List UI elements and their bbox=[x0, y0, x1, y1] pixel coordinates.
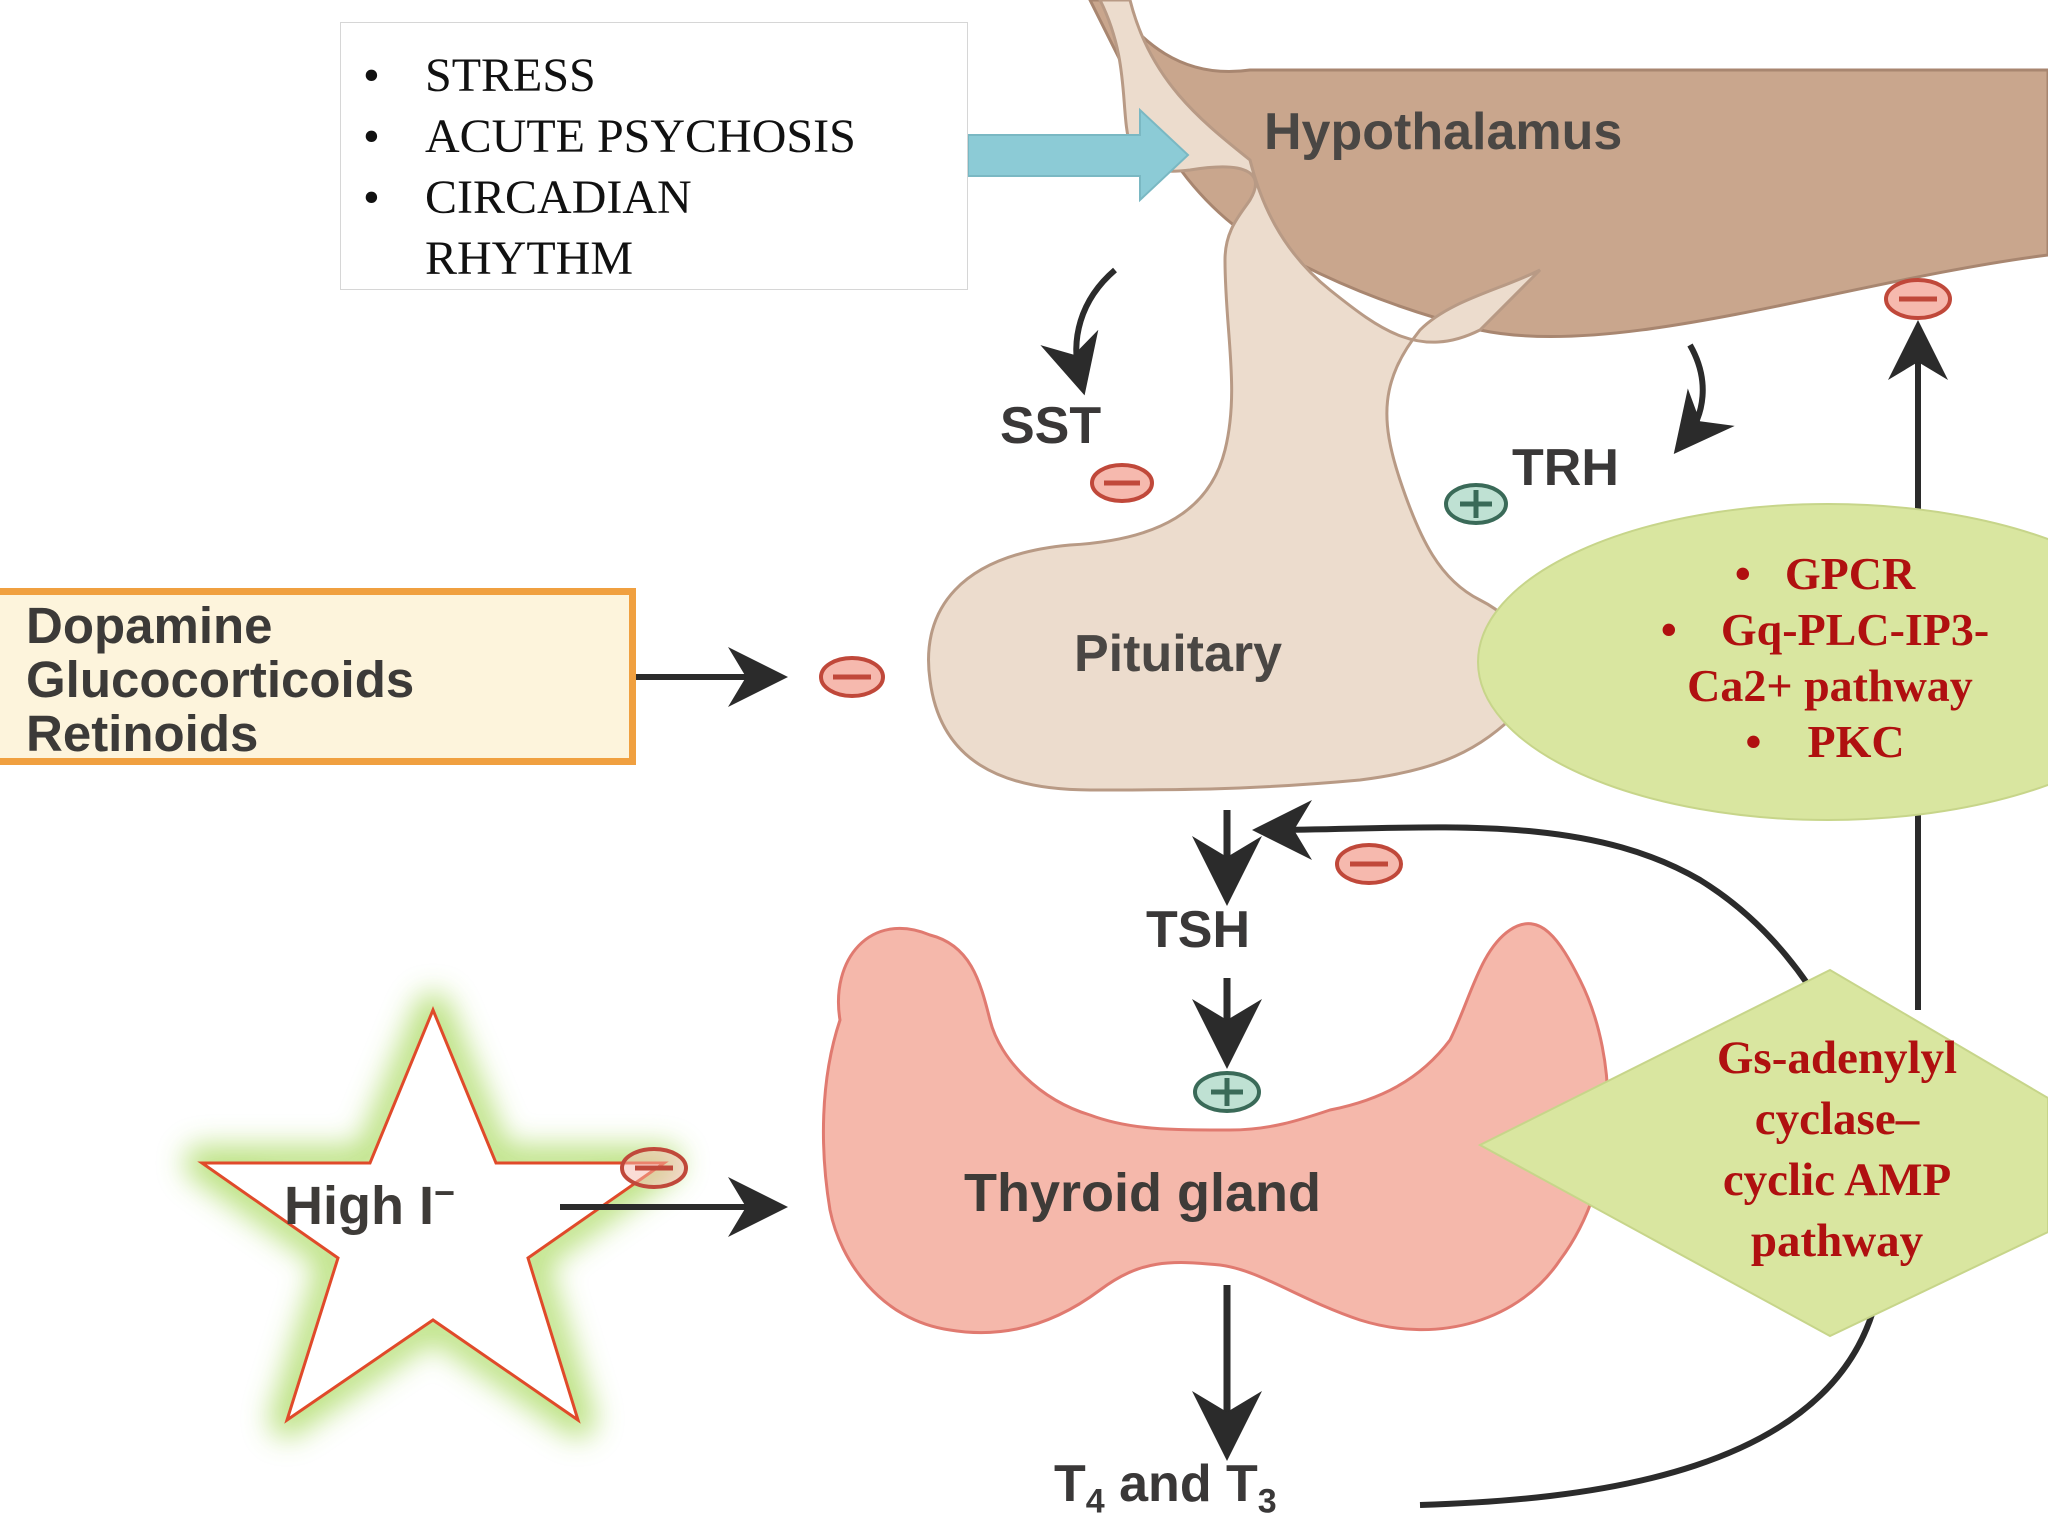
pituitary-label: Pituitary bbox=[1074, 625, 1283, 683]
sst-arrow bbox=[1040, 267, 1117, 396]
inhibitor-item: Glucocorticoids bbox=[26, 651, 415, 708]
tsh-pathway-line: cyclic AMP bbox=[1722, 1154, 1952, 1206]
thyroid-label: Thyroid gland bbox=[964, 1163, 1321, 1223]
hypothalamus-label: Hypothalamus bbox=[1264, 103, 1623, 161]
star-highlight bbox=[184, 992, 682, 1438]
tsh-pathway-line: Gs-adenylyl bbox=[1716, 1032, 1958, 1084]
trh-plus-sign bbox=[1444, 483, 1508, 525]
iodide-minus-sign bbox=[620, 1147, 688, 1189]
sst-minus-sign bbox=[1090, 463, 1154, 503]
thyroid-shape bbox=[821, 922, 1610, 1335]
iodide-charge: − bbox=[433, 1172, 456, 1213]
trh-pathway-item-continued: Ca2+ pathway bbox=[1687, 660, 1973, 711]
pituitary-feedback-minus-sign bbox=[1335, 843, 1403, 885]
trh-arrow bbox=[1673, 343, 1735, 455]
t4-subscript: 4 bbox=[1085, 1482, 1105, 1521]
t4-t3-label: T4 and T3 bbox=[1054, 1454, 1277, 1521]
stimulus-item: STRESS bbox=[363, 45, 967, 106]
trh-label: TRH bbox=[1512, 439, 1619, 497]
trh-pathway-item: •Gq-PLC-IP3- bbox=[1660, 604, 1990, 655]
stimuli-box: STRESS ACUTE PSYCHOSIS CIRCADIAN RHYTHM bbox=[340, 22, 968, 290]
tsh-pathway-line: pathway bbox=[1750, 1215, 1924, 1267]
stimuli-list: STRESS ACUTE PSYCHOSIS CIRCADIAN RHYTHM bbox=[341, 23, 967, 289]
iodide-text: High I bbox=[284, 1176, 434, 1236]
tsh-pathway-text: Gs-adenylyl cyclase– cyclic AMP pathway bbox=[1672, 1028, 2002, 1272]
t3-subscript: 3 bbox=[1257, 1482, 1277, 1521]
pituitary-inhibitor-minus-sign bbox=[819, 656, 885, 698]
hypothalamus-feedback-minus-sign bbox=[1884, 278, 1952, 320]
tsh-pathway-diamond bbox=[1477, 968, 2048, 1338]
stimulus-item: CIRCADIAN RHYTHM bbox=[363, 167, 725, 289]
pituitary-inhibitor-box: Dopamine Glucocorticoids Retinoids bbox=[0, 588, 636, 765]
trh-pathway-ellipse bbox=[1477, 503, 2048, 821]
stimulus-item: ACUTE PSYCHOSIS bbox=[363, 106, 967, 167]
sst-label: SST bbox=[1000, 397, 1102, 455]
t4-prefix: T bbox=[1054, 1455, 1086, 1513]
tsh-pathway-line: cyclase– bbox=[1754, 1093, 1920, 1145]
iodide-label: High I− bbox=[284, 1172, 455, 1237]
stimuli-arrow bbox=[967, 107, 1190, 203]
trh-pathway-text: •GPCR •Gq-PLC-IP3- Ca2+ pathway •PKC bbox=[1590, 546, 2048, 770]
pituitary-shape bbox=[927, 0, 1542, 792]
tsh-plus-sign bbox=[1193, 1071, 1261, 1113]
trh-pathway-item: •GPCR bbox=[1734, 548, 1916, 599]
tsh-label: TSH bbox=[1146, 901, 1250, 959]
trh-pathway-item: •PKC bbox=[1745, 716, 1905, 767]
inhibitor-item: Retinoids bbox=[26, 705, 259, 762]
inhibitor-item: Dopamine bbox=[26, 597, 273, 654]
t3-middle: and T bbox=[1104, 1455, 1258, 1513]
